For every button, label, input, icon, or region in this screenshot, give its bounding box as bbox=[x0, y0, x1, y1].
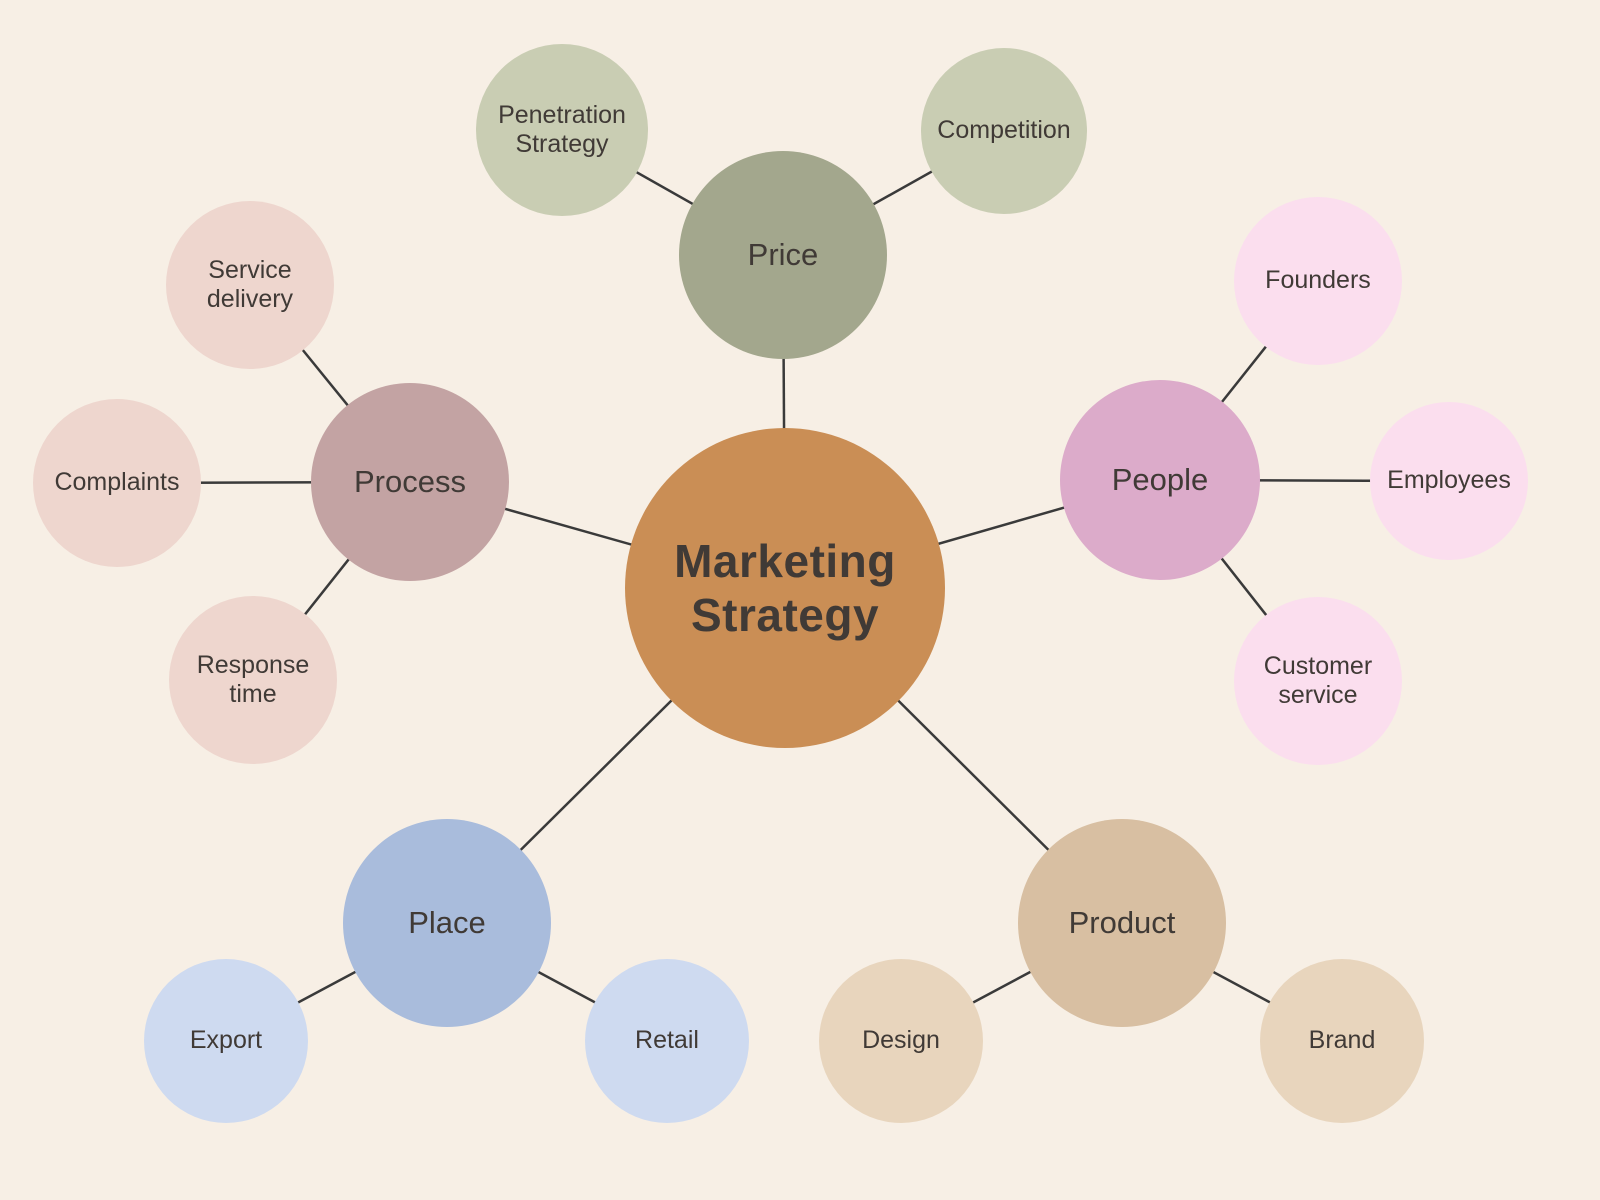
node-competition: Competition bbox=[921, 48, 1087, 214]
node-design-label: Design bbox=[862, 1026, 940, 1055]
node-place: Place bbox=[343, 819, 551, 1027]
node-service-delivery: Service delivery bbox=[166, 201, 334, 369]
node-customer-service-label: Customer service bbox=[1263, 651, 1373, 710]
node-penetration-strategy-label: Penetration Strategy bbox=[498, 100, 626, 159]
node-people: People bbox=[1060, 380, 1260, 580]
node-marketing-strategy-label: Marketing Strategy bbox=[674, 534, 896, 641]
node-employees: Employees bbox=[1370, 402, 1528, 560]
node-penetration-strategy: Penetration Strategy bbox=[476, 44, 648, 216]
node-competition-label: Competition bbox=[937, 116, 1071, 145]
node-product: Product bbox=[1018, 819, 1226, 1027]
node-price: Price bbox=[679, 151, 887, 359]
node-founders: Founders bbox=[1234, 197, 1402, 365]
node-process: Process bbox=[311, 383, 509, 581]
node-retail: Retail bbox=[585, 959, 749, 1123]
node-response-time-label: Response time bbox=[196, 650, 310, 709]
node-employees-label: Employees bbox=[1387, 466, 1511, 495]
node-service-delivery-label: Service delivery bbox=[206, 255, 294, 314]
node-customer-service: Customer service bbox=[1234, 597, 1402, 765]
node-complaints: Complaints bbox=[33, 399, 201, 567]
node-response-time: Response time bbox=[169, 596, 337, 764]
node-marketing-strategy: Marketing Strategy bbox=[625, 428, 945, 748]
node-export-label: Export bbox=[189, 1026, 263, 1055]
node-place-label: Place bbox=[408, 904, 486, 940]
node-retail-label: Retail bbox=[635, 1026, 699, 1055]
node-product-label: Product bbox=[1068, 904, 1176, 940]
node-price-label: Price bbox=[747, 236, 819, 272]
node-founders-label: Founders bbox=[1265, 266, 1371, 295]
node-people-label: People bbox=[1111, 461, 1209, 497]
node-brand-label: Brand bbox=[1308, 1026, 1376, 1055]
node-complaints-label: Complaints bbox=[54, 468, 180, 497]
node-export: Export bbox=[144, 959, 308, 1123]
node-design: Design bbox=[819, 959, 983, 1123]
node-process-label: Process bbox=[354, 463, 466, 499]
node-brand: Brand bbox=[1260, 959, 1424, 1123]
